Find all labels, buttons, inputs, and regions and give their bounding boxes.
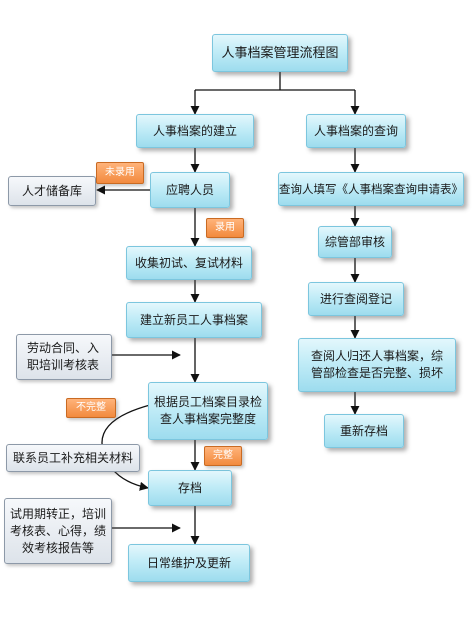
probation-line-2: 考核表、心得，绩 xyxy=(9,523,106,538)
probation-line-1: 试用期转正，培训 xyxy=(9,506,106,521)
box-archive: 存档 xyxy=(148,470,232,506)
tag-hired: 录用 xyxy=(206,218,244,238)
box-contract-forms: 劳动合同、入 职培训考核表 xyxy=(16,334,112,380)
box-archive-creation: 人事档案的建立 xyxy=(136,114,254,148)
tag-complete: 完整 xyxy=(204,446,242,466)
box-return-check: 查阅人归还人事档案，综 管部检查是否完整、损坏 xyxy=(298,338,456,392)
box-query-application: 查询人填写《人事档案查询申请表》 xyxy=(278,172,464,206)
return-line-1: 查阅人归还人事档案，综 xyxy=(310,349,443,363)
title-box: 人事档案管理流程图 xyxy=(212,34,348,72)
check-line-2: 查人事档案完整度 xyxy=(159,412,256,426)
box-collect-interview-material: 收集初试、复试材料 xyxy=(126,246,252,280)
box-dept-review: 综管部审核 xyxy=(318,226,392,258)
box-applicant: 应聘人员 xyxy=(150,172,230,208)
box-create-new-file: 建立新员工人事档案 xyxy=(126,302,262,338)
contract-line-1: 劳动合同、入 xyxy=(27,341,100,355)
tag-incomplete: 不完整 xyxy=(66,398,116,418)
return-line-2: 管部检查是否完整、损坏 xyxy=(310,366,443,380)
probation-line-3: 效考核报告等 xyxy=(21,540,94,555)
box-register-access: 进行查阅登记 xyxy=(308,282,404,316)
box-refile: 重新存档 xyxy=(324,414,404,448)
tag-not-hired: 未录用 xyxy=(96,162,144,184)
box-maintain-update: 日常维护及更新 xyxy=(128,544,250,582)
contract-line-2: 职培训考核表 xyxy=(27,358,100,372)
box-talent-pool: 人才储备库 xyxy=(8,176,96,206)
box-probation-docs: 试用期转正，培训 考核表、心得，绩 效考核报告等 xyxy=(4,498,112,564)
box-contact-supplement: 联系员工补充相关材料 xyxy=(6,444,140,472)
check-line-1: 根据员工档案目录检 xyxy=(153,395,262,409)
box-archive-query: 人事档案的查询 xyxy=(306,114,406,148)
box-check-completeness: 根据员工档案目录检 查人事档案完整度 xyxy=(148,382,268,440)
